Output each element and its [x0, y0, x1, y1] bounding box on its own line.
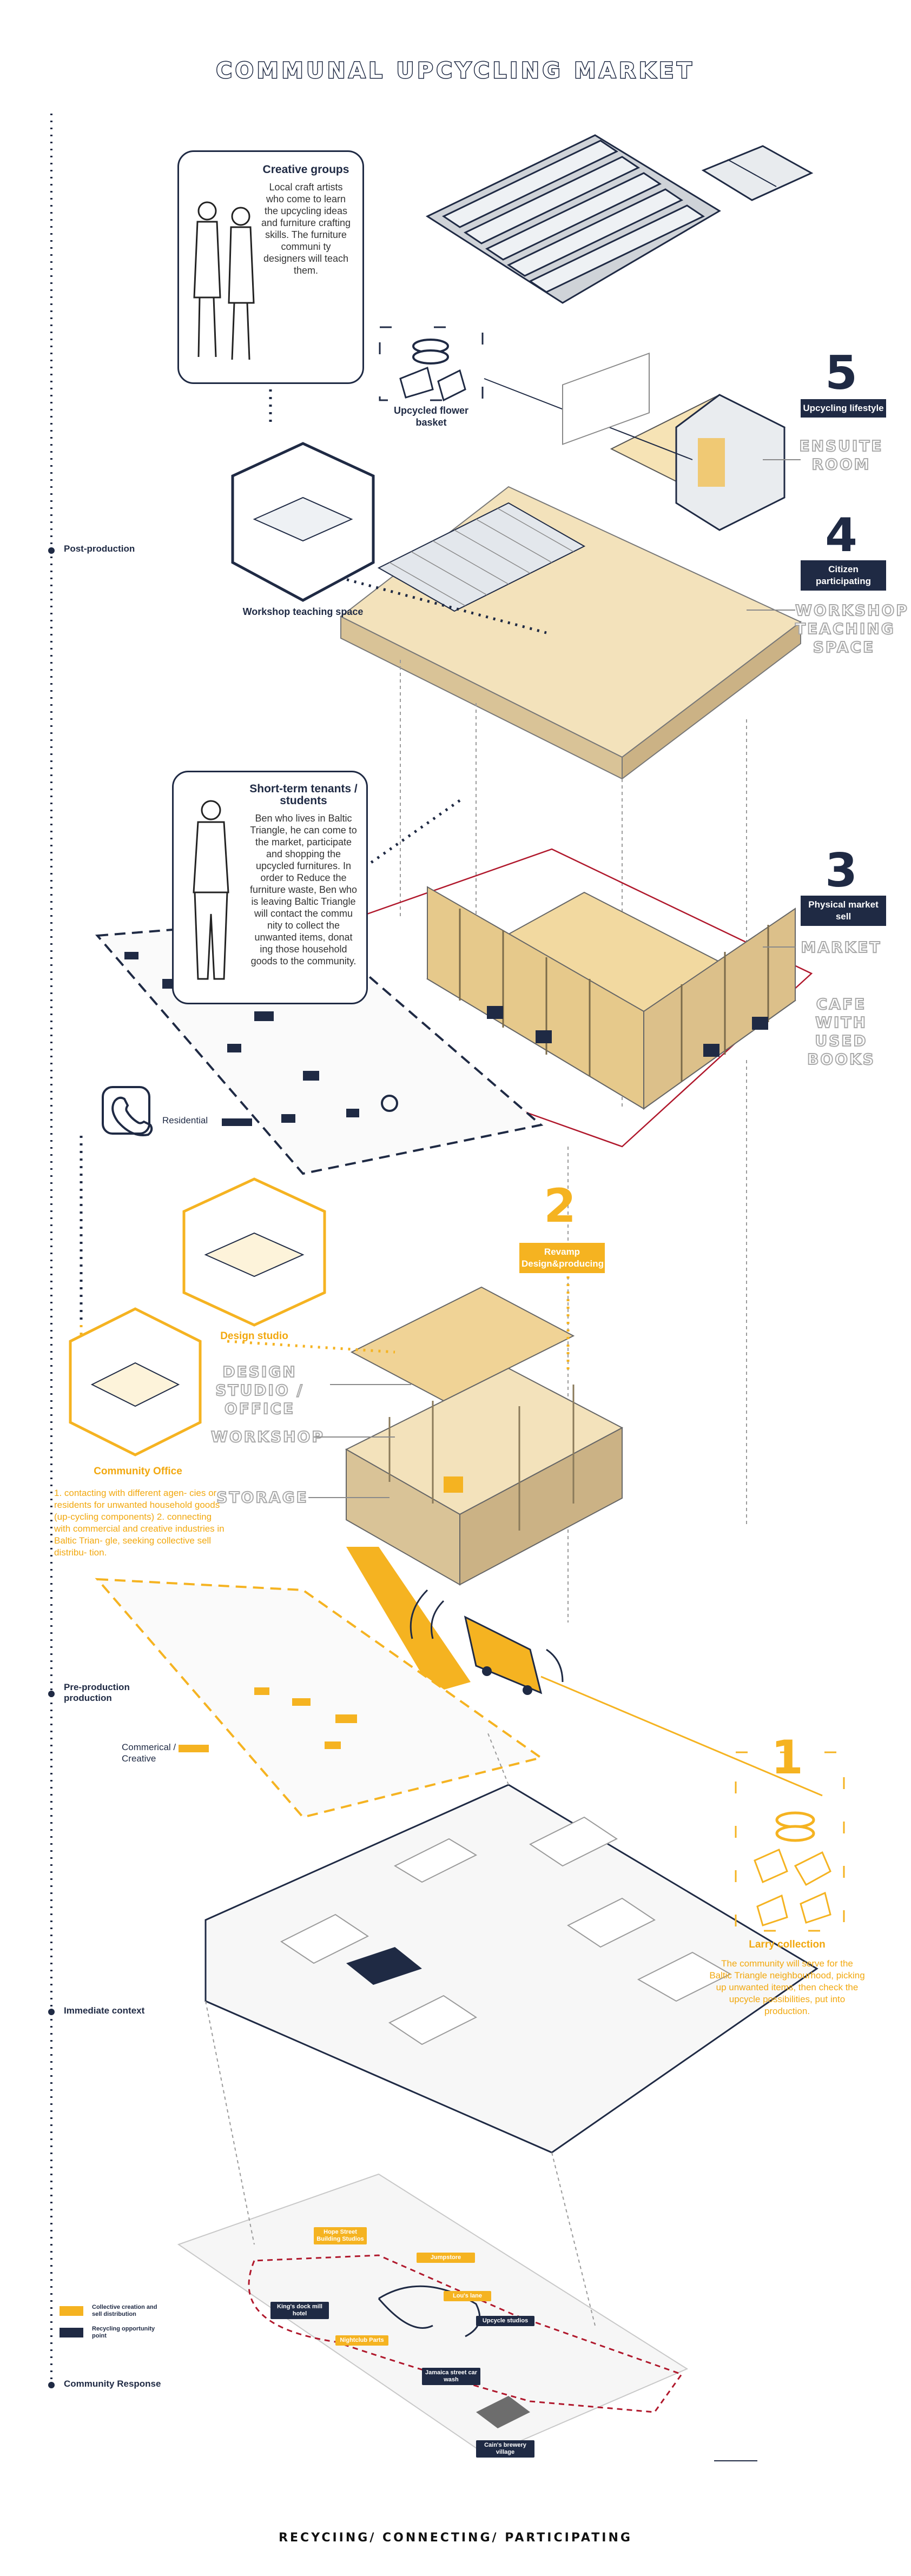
- legend: Collective creation and sell distributio…: [60, 2304, 184, 2340]
- basket-icon: [379, 326, 484, 402]
- legend-swatch-amber: [60, 2306, 83, 2316]
- stage-4-number: 4: [825, 508, 857, 562]
- upper-floor: [340, 352, 802, 780]
- map-label-nightclub: Nightclub Parts: [335, 2335, 388, 2346]
- collection-box: [735, 1751, 845, 1932]
- context-block: [204, 1784, 818, 2154]
- design-studio-hexagon: [182, 1177, 326, 1327]
- stage-1-number: 1: [771, 1731, 803, 1785]
- creative-groups-heading: Creative groups: [262, 163, 349, 176]
- timeline-dot: [48, 547, 55, 554]
- map-label-upcycle-studios: Upcycle studios: [476, 2316, 534, 2326]
- timeline-dot: [48, 1691, 55, 1697]
- stage-3-number: 3: [825, 844, 857, 898]
- page-footer: RECYCIING/ CONNECTING/ PARTICIPATING: [279, 2531, 632, 2545]
- market-label: MARKET: [800, 938, 882, 957]
- residential-label: Residential: [162, 1115, 208, 1125]
- cafe-books-label: CAFE WITH USED BOOKS: [807, 995, 875, 1069]
- collection-body: The community will serve for the Baltic …: [709, 1958, 865, 2016]
- label-community-response: Community Response: [64, 2379, 161, 2389]
- page-title: COMMUNAL UPCYCLING MARKET: [215, 58, 695, 84]
- truck-icon: [464, 1615, 543, 1695]
- stage-2-tag: Revamp Design&producing: [519, 1243, 605, 1273]
- collection-heading: Larry collection: [749, 1939, 826, 1950]
- stage-5-tag: Upcycling lifestyle: [801, 399, 886, 418]
- legend-label: Collective creation and sell distributio…: [92, 2304, 157, 2317]
- map-label-lous-lane: Lou's lane: [444, 2291, 491, 2301]
- label-pre-production: Pre-production production: [64, 1682, 130, 1703]
- tenants-heading: Short-term tenants / students: [249, 783, 358, 807]
- workshop-teaching-space-label: WORKSHOP TEACHING SPACE: [795, 601, 909, 657]
- community-office-heading: Community Office: [94, 1466, 182, 1477]
- storage-label: STORAGE: [216, 1488, 308, 1507]
- design-studio-office-label: DESIGN STUDIO / OFFICE: [215, 1362, 304, 1418]
- person-icon: [193, 800, 229, 980]
- workshop-block: [345, 1286, 624, 1586]
- legend-label: Recycling opportunity point: [92, 2326, 155, 2339]
- residential-swatch: [222, 1118, 252, 1126]
- creative-groups-body: Local craft artists who come to learn th…: [261, 182, 351, 276]
- community-response-map: [177, 1730, 757, 2461]
- community-office-hexagon: [69, 1307, 202, 1456]
- people-icon: [193, 201, 255, 360]
- ensuite-room: [484, 378, 786, 531]
- map-label-kings-dock: King's dock mill hotel: [270, 2302, 329, 2319]
- stage-5-number: 5: [825, 346, 857, 400]
- timeline-dot: [48, 2009, 55, 2015]
- workshop-label: WORKSHOP: [210, 1427, 325, 1446]
- legend-swatch-navy: [60, 2328, 83, 2337]
- community-office-body: 1. contacting with different agen- cies …: [54, 1488, 225, 1558]
- truck-beam: [346, 1547, 471, 1693]
- roof-skylights: [425, 134, 814, 304]
- map-label-cains-brewery: Cain's brewery village: [476, 2440, 534, 2458]
- map-label-jamaica-street: Jamaica street car wash: [422, 2368, 480, 2385]
- label-post-production: Post-production: [64, 544, 135, 554]
- design-studio-label: Design studio: [220, 1330, 288, 1342]
- legend-item: Collective creation and sell distributio…: [60, 2304, 184, 2318]
- tenants-body: Ben who lives in Baltic Triangle, he can…: [249, 813, 358, 966]
- label-immediate-context: Immediate context: [64, 2005, 145, 2016]
- map-label-hope-street: Hope Street Building Studios: [314, 2227, 367, 2244]
- timeline-dot: [48, 2382, 55, 2388]
- stage-2-number: 2: [544, 1179, 576, 1233]
- stage-4-tag: Citizen participating: [801, 560, 886, 591]
- commercial-label: Commerical / Creative: [122, 1742, 176, 1764]
- legend-item: Recycling opportunity point: [60, 2326, 184, 2340]
- ensuite-room-label: ENSUITE ROOM: [798, 436, 883, 474]
- commercial-map: [95, 1578, 544, 1819]
- upcycled-basket-label: Upcycled flower basket: [393, 405, 469, 428]
- phone-icon: [102, 1086, 153, 1136]
- workshop-teaching-label: Workshop teaching space: [242, 606, 364, 617]
- workshop-hexagon: [231, 442, 375, 602]
- map-label-jumpstore: Jumpstore: [417, 2253, 475, 2263]
- stage-3-tag: Physical market sell: [801, 896, 886, 926]
- commercial-swatch: [179, 1745, 209, 1752]
- creative-groups-card: Creative groups Local craft artists who …: [177, 150, 364, 384]
